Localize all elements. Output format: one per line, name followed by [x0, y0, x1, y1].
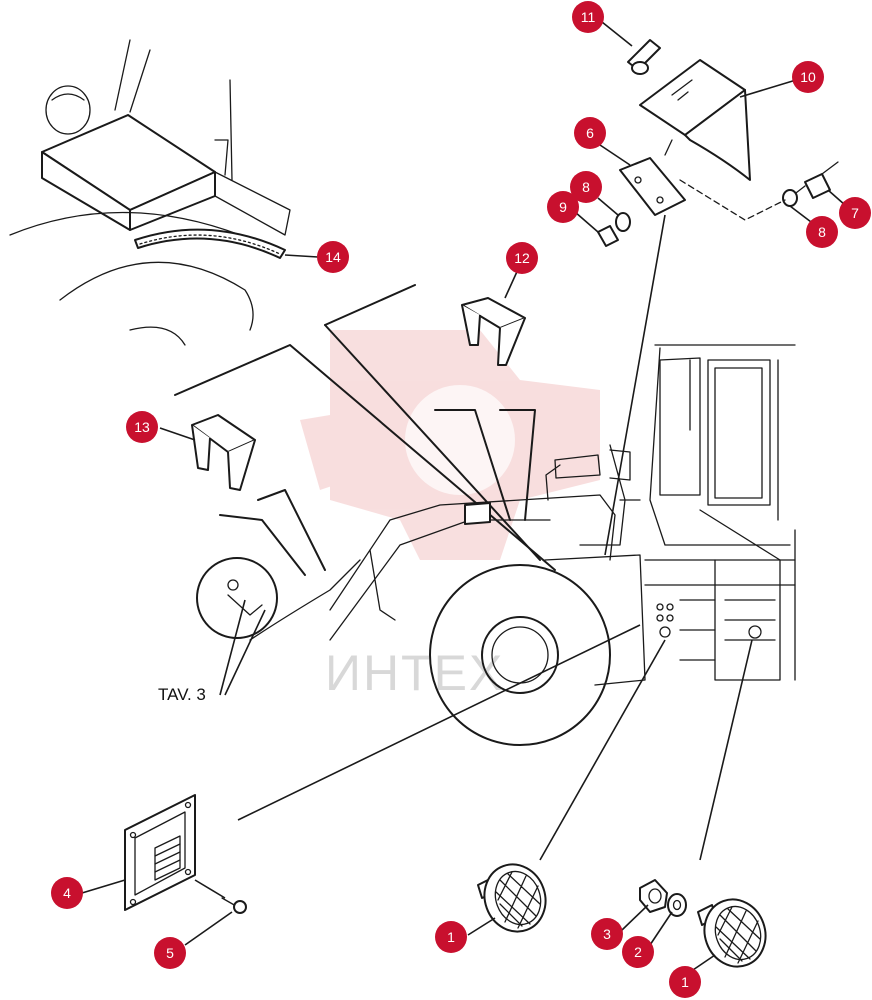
callout-10: 10 [792, 61, 824, 93]
clip-13 [159, 414, 256, 491]
callout-label: 8 [818, 224, 826, 240]
watermark-logo [300, 330, 600, 560]
reflector-1-right [689, 898, 767, 973]
leader-lines [219, 214, 753, 861]
callout-label: 13 [134, 419, 150, 435]
clip-12 [461, 264, 526, 366]
callout-4: 4 [51, 877, 83, 909]
callout-label: 7 [851, 205, 859, 221]
callout-label: 2 [634, 944, 642, 960]
callout-6: 6 [574, 117, 606, 149]
callout-label: 1 [447, 929, 455, 945]
nut-3 [621, 879, 668, 931]
plate-4 [81, 794, 226, 911]
callout-label: 4 [63, 885, 71, 901]
watermark-text: ИНТЕХ [325, 645, 504, 701]
reflector-1-left [467, 863, 547, 936]
reference-label-tav3: TAV. 3 [158, 685, 206, 704]
callout-label: 6 [586, 125, 594, 141]
callout-7: 7 [839, 197, 871, 229]
callout-label: 12 [514, 250, 530, 266]
callout-13: 13 [126, 411, 158, 443]
callout-1: 1 [435, 921, 467, 953]
callout-8: 8 [570, 171, 602, 203]
callout-3: 3 [591, 918, 623, 950]
loader-machine [174, 284, 796, 746]
bolt-5 [184, 897, 247, 946]
callout-1: 1 [669, 966, 701, 998]
callout-9: 9 [547, 191, 579, 223]
callout-2: 2 [622, 936, 654, 968]
callout-label: 9 [559, 199, 567, 215]
callout-8: 8 [806, 216, 838, 248]
callout-14: 14 [317, 241, 349, 273]
callout-label: 1 [681, 974, 689, 990]
callout-12: 12 [506, 242, 538, 274]
callout-5: 5 [154, 937, 186, 969]
callout-label: 10 [800, 69, 816, 85]
washer-2 [649, 893, 687, 946]
bracket-assembly [574, 21, 846, 247]
callout-label: 14 [325, 249, 341, 265]
inset-hood-corner [9, 39, 319, 346]
callout-label: 8 [582, 179, 590, 195]
callout-label: 5 [166, 945, 174, 961]
callout-11: 11 [572, 1, 604, 33]
callout-label: 11 [581, 9, 596, 25]
callout-label: 3 [603, 926, 611, 942]
